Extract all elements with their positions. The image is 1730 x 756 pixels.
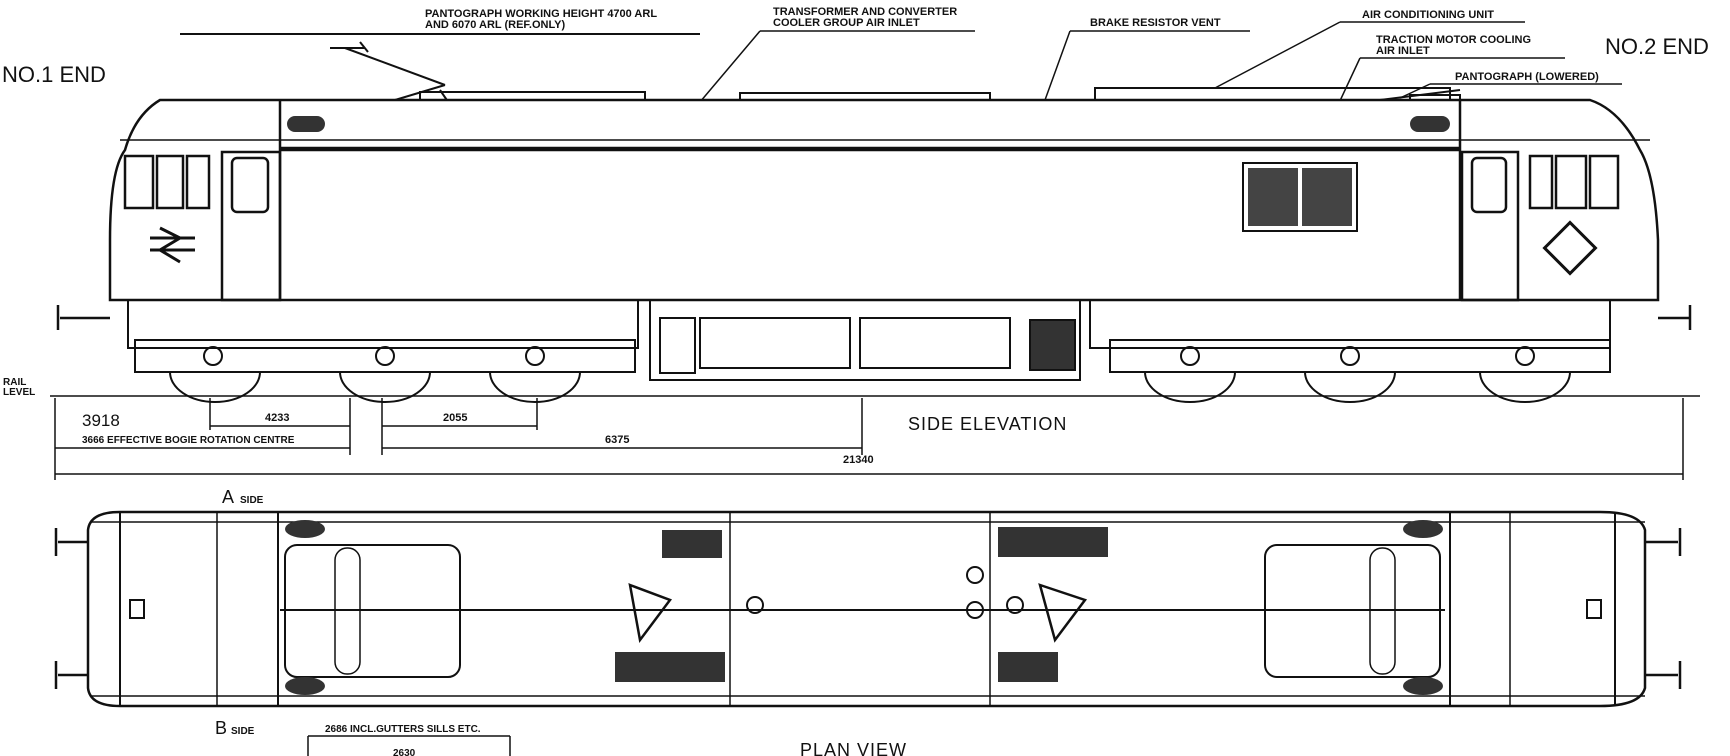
pantograph-lowered-label: PANTOGRAPH (LOWERED) xyxy=(1455,71,1599,83)
b-side-letter: B xyxy=(215,718,227,738)
vent-left xyxy=(287,116,325,132)
dim-3918: 3918 xyxy=(82,411,120,430)
rail-label: RAIL xyxy=(3,377,26,388)
a-side-suffix: SIDE xyxy=(240,495,264,506)
dim-effective: 3666 EFFECTIVE BOGIE ROTATION CENTRE xyxy=(82,435,295,446)
dim-4233: 4233 xyxy=(265,412,289,424)
brake-vent-label: BRAKE RESISTOR VENT xyxy=(1090,17,1221,29)
callout-air-conditioning: AIR CONDITIONING UNIT xyxy=(1214,9,1525,89)
buffers-side xyxy=(56,305,1692,330)
no1-end-label: NO.1 END xyxy=(2,62,106,87)
side-elevation-title: SIDE ELEVATION xyxy=(908,414,1067,434)
dim-21340: 21340 xyxy=(843,454,874,466)
side-elevation xyxy=(50,41,1700,403)
traction-motor-line2: AIR INLET xyxy=(1376,45,1430,57)
traction-motor-grille xyxy=(1242,162,1358,232)
dim-width-incl: 2686 INCL.GUTTERS SILLS ETC. xyxy=(325,724,481,735)
plan-view-title: PLAN VIEW xyxy=(800,740,907,756)
bogie-no1 xyxy=(134,339,636,403)
diamond-sign-icon xyxy=(1542,220,1598,276)
b-side-suffix: SIDE xyxy=(231,726,255,737)
dim-width: 2630 xyxy=(393,748,416,756)
br-logo-icon xyxy=(150,226,195,264)
pantograph-height-line2: AND 6070 ARL (REF.ONLY) xyxy=(425,19,566,31)
dim-2055: 2055 xyxy=(443,412,467,424)
level-label: LEVEL xyxy=(3,387,35,398)
traction-motor-line1: TRACTION MOTOR COOLING xyxy=(1376,34,1531,46)
callout-pantograph-height: PANTOGRAPH WORKING HEIGHT 4700 ARL AND 6… xyxy=(180,8,700,35)
callout-transformer: TRANSFORMER AND CONVERTER COOLER GROUP A… xyxy=(699,6,975,103)
buffers-plan xyxy=(54,528,1682,689)
plan-view xyxy=(86,510,1647,708)
loco-body xyxy=(108,98,1660,302)
callout-brake-vent: BRAKE RESISTOR VENT xyxy=(1044,17,1250,101)
callout-pantograph-lowered: PANTOGRAPH (LOWERED) xyxy=(1399,71,1622,99)
a-side-letter: A xyxy=(222,487,234,507)
underframe xyxy=(127,299,1611,381)
dim-6375: 6375 xyxy=(605,434,629,446)
bogie-no2 xyxy=(1109,339,1611,403)
vent-right xyxy=(1410,116,1450,132)
pantograph-height-line1: PANTOGRAPH WORKING HEIGHT 4700 ARL xyxy=(425,8,657,20)
dimension-lines xyxy=(54,398,1684,480)
air-con-label: AIR CONDITIONING UNIT xyxy=(1362,9,1494,21)
transformer-line1: TRANSFORMER AND CONVERTER xyxy=(773,6,957,18)
no2-end-label: NO.2 END xyxy=(1605,34,1709,59)
transformer-line2: COOLER GROUP AIR INLET xyxy=(773,17,920,29)
